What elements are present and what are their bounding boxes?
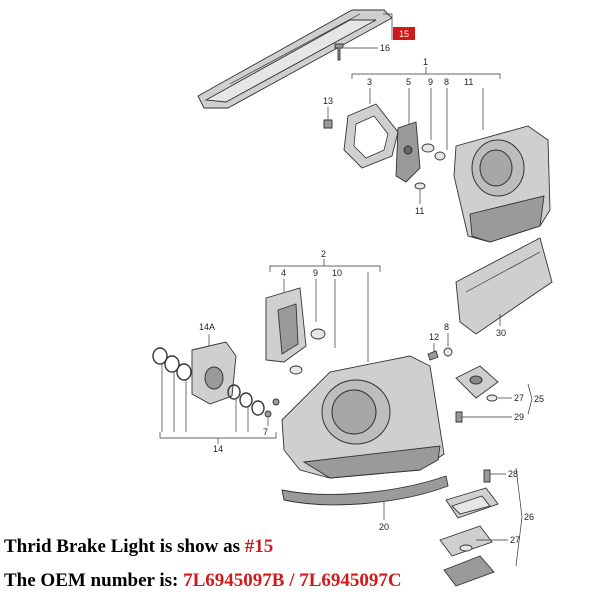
callout-9-upper: 9 [428,77,433,87]
third-brake-light-part [197,9,393,109]
reflector-plate-part [455,237,553,335]
bulb-8-part [443,347,453,357]
caption-line1-text: Thrid Brake Light is show as [4,536,245,557]
callout-7: 7 [263,427,268,437]
middle-bulb-holder-part [265,287,326,375]
callout-27-lower: 27 [510,535,520,545]
callout-10: 10 [332,268,342,278]
caption-oem-value: 7L6945097B / 7L6945097C [183,570,402,591]
side-lamp-housing-part [191,341,237,405]
callout-14A: 14A [199,322,215,332]
brake-light-screw [334,43,344,61]
callout-5: 5 [406,77,411,87]
callout-15: 15 [399,29,409,39]
callout-27-upper: 27 [514,393,524,403]
callout-13: 13 [323,96,333,106]
screw-12-part [427,350,439,361]
callout-9-middle: 9 [313,268,318,278]
callout-26: 26 [524,512,534,522]
license-lamp-part [455,365,499,423]
caption-part-number: #15 [244,536,274,557]
caption-oem-number: The OEM number is: 7L6945097B / 7L694509… [4,570,402,592]
callout-30: 30 [496,328,506,338]
callout-25: 25 [534,394,544,404]
upper-gasket-part [343,103,399,169]
bulb-11-part [414,182,426,190]
upper-bulb-holder-part [395,121,446,183]
caption-brake-light: Thrid Brake Light is show as #15 [4,536,273,558]
reflector-strip-part [281,475,449,506]
callout-14: 14 [213,444,223,454]
callout-1: 1 [423,57,428,67]
main-tail-lamp-part [281,355,445,479]
callout-8-middle: 8 [444,322,449,332]
callout-4: 4 [281,268,286,278]
caption-line2-text: The OEM number is: [4,570,184,591]
side-lamp-gaskets [152,347,280,418]
callout-20: 20 [379,522,389,532]
callout-2: 2 [321,249,326,259]
callout-12: 12 [429,332,439,342]
lower-license-lamp-part [439,469,499,587]
clip-13-part [323,119,333,129]
callout-15-box [393,27,415,40]
callout-11-lower: 11 [415,206,424,216]
callout-8-upper: 8 [444,77,449,87]
callout-3: 3 [367,77,372,87]
upper-tail-lamp-part [453,125,551,243]
callout-16: 16 [380,43,390,53]
callout-28: 28 [508,469,518,479]
callout-29: 29 [514,412,524,422]
callout-11-upper: 11 [464,77,473,87]
